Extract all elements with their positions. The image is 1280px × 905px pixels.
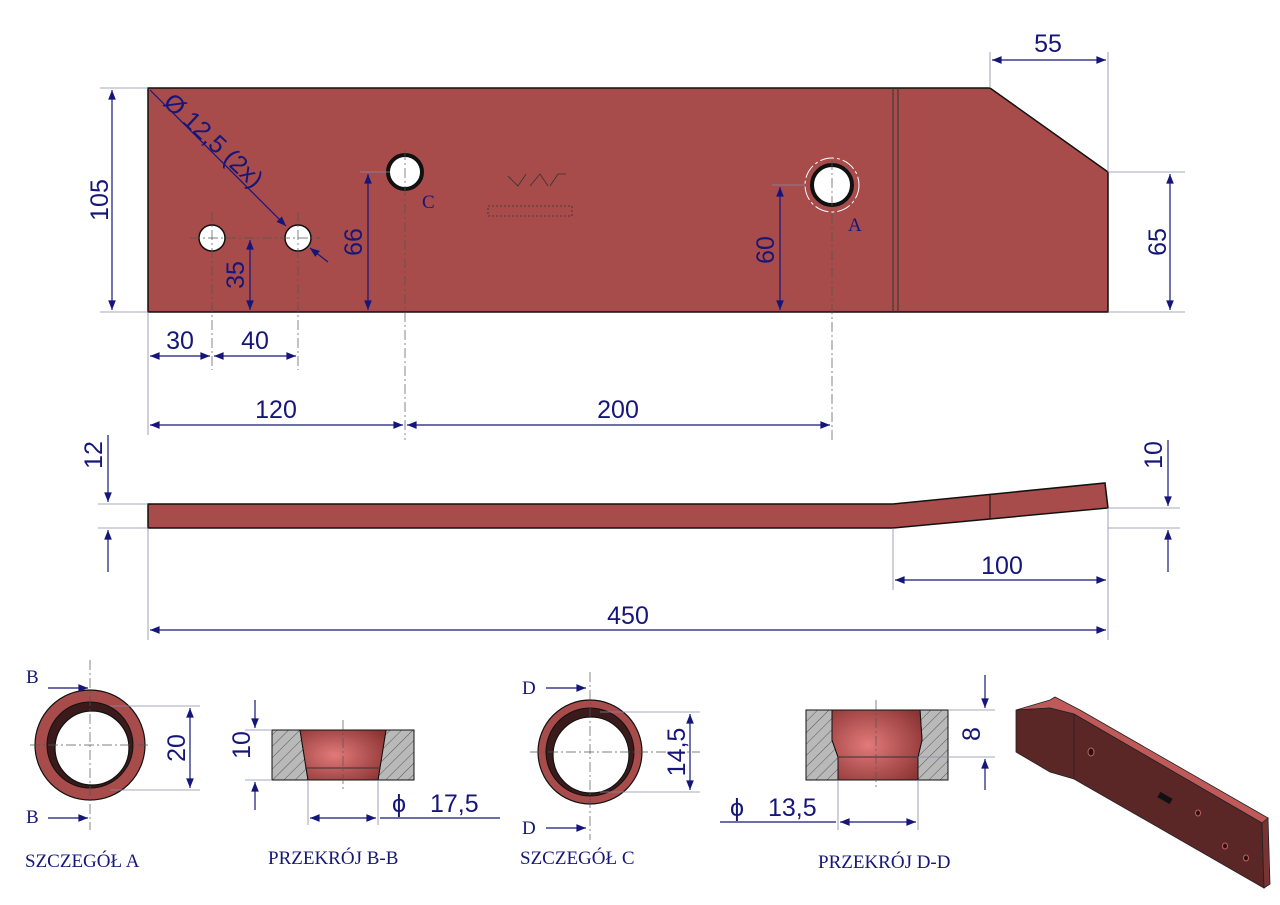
section-bb-depth: 10 (228, 731, 256, 759)
dim-end-thickness: 10 (1140, 441, 1168, 469)
detail-a-label: SZCZEGÓŁ A (25, 850, 140, 872)
section-dd-diameter: 13,5 (768, 794, 817, 822)
dim-taper-length: 100 (981, 552, 1023, 580)
section-dd-dia-symbol: ϕ (730, 794, 744, 822)
dim-hole-spacing: 40 (241, 327, 269, 355)
stamp-logo (487, 173, 573, 217)
isometric-view (1015, 696, 1271, 889)
section-mark-b-bottom: B (26, 807, 39, 828)
section-mark-d-top: D (522, 678, 536, 699)
detail-c: D D 14,5 SZCZEGÓŁ C (520, 672, 700, 869)
hole-c-label: C (422, 192, 435, 213)
detail-c-dim: 14,5 (663, 728, 691, 777)
dim-end-height: 65 (1144, 228, 1172, 256)
side-view: 12 10 100 450 (80, 435, 1180, 640)
plate-outline (147, 87, 1109, 313)
section-bb-label: PRZEKRÓJ B-B (268, 847, 398, 869)
section-dd-label: PRZEKRÓJ D-D (818, 851, 950, 873)
dim-hole-a-x: 200 (597, 396, 639, 424)
dim-thickness: 12 (80, 441, 108, 469)
section-bb-dia-symbol: ϕ (392, 790, 406, 818)
section-bb-diameter: 17,5 (430, 790, 479, 818)
dim-small-hole-height: 35 (222, 261, 250, 289)
top-view: C A 105 55 65 66 35 60 30 40 120 20 (86, 30, 1185, 440)
dim-chamfer-width: 55 (1034, 30, 1062, 58)
dim-hole-a-height: 60 (752, 236, 780, 264)
dim-hole-c-x: 120 (255, 396, 297, 424)
detail-c-label: SZCZEGÓŁ C (520, 847, 635, 869)
detail-a: B B 20 SZCZEGÓŁ A (25, 660, 200, 872)
dim-hole-c-height: 66 (340, 228, 368, 256)
section-mark-d-bottom: D (522, 818, 536, 839)
dim-height: 105 (86, 179, 114, 221)
section-bb: 10 ϕ 17,5 PRZEKRÓJ B-B (228, 700, 500, 869)
detail-a-dim: 20 (163, 734, 191, 762)
side-profile (147, 482, 1109, 529)
hole-a-label: A (848, 215, 862, 236)
dim-total-length: 450 (607, 602, 649, 630)
dim-first-hole-x: 30 (166, 327, 194, 355)
section-mark-b-top: B (26, 667, 39, 688)
section-dd: 8 ϕ 13,5 PRZEKRÓJ D-D (720, 675, 995, 873)
section-dd-depth: 8 (958, 727, 986, 741)
